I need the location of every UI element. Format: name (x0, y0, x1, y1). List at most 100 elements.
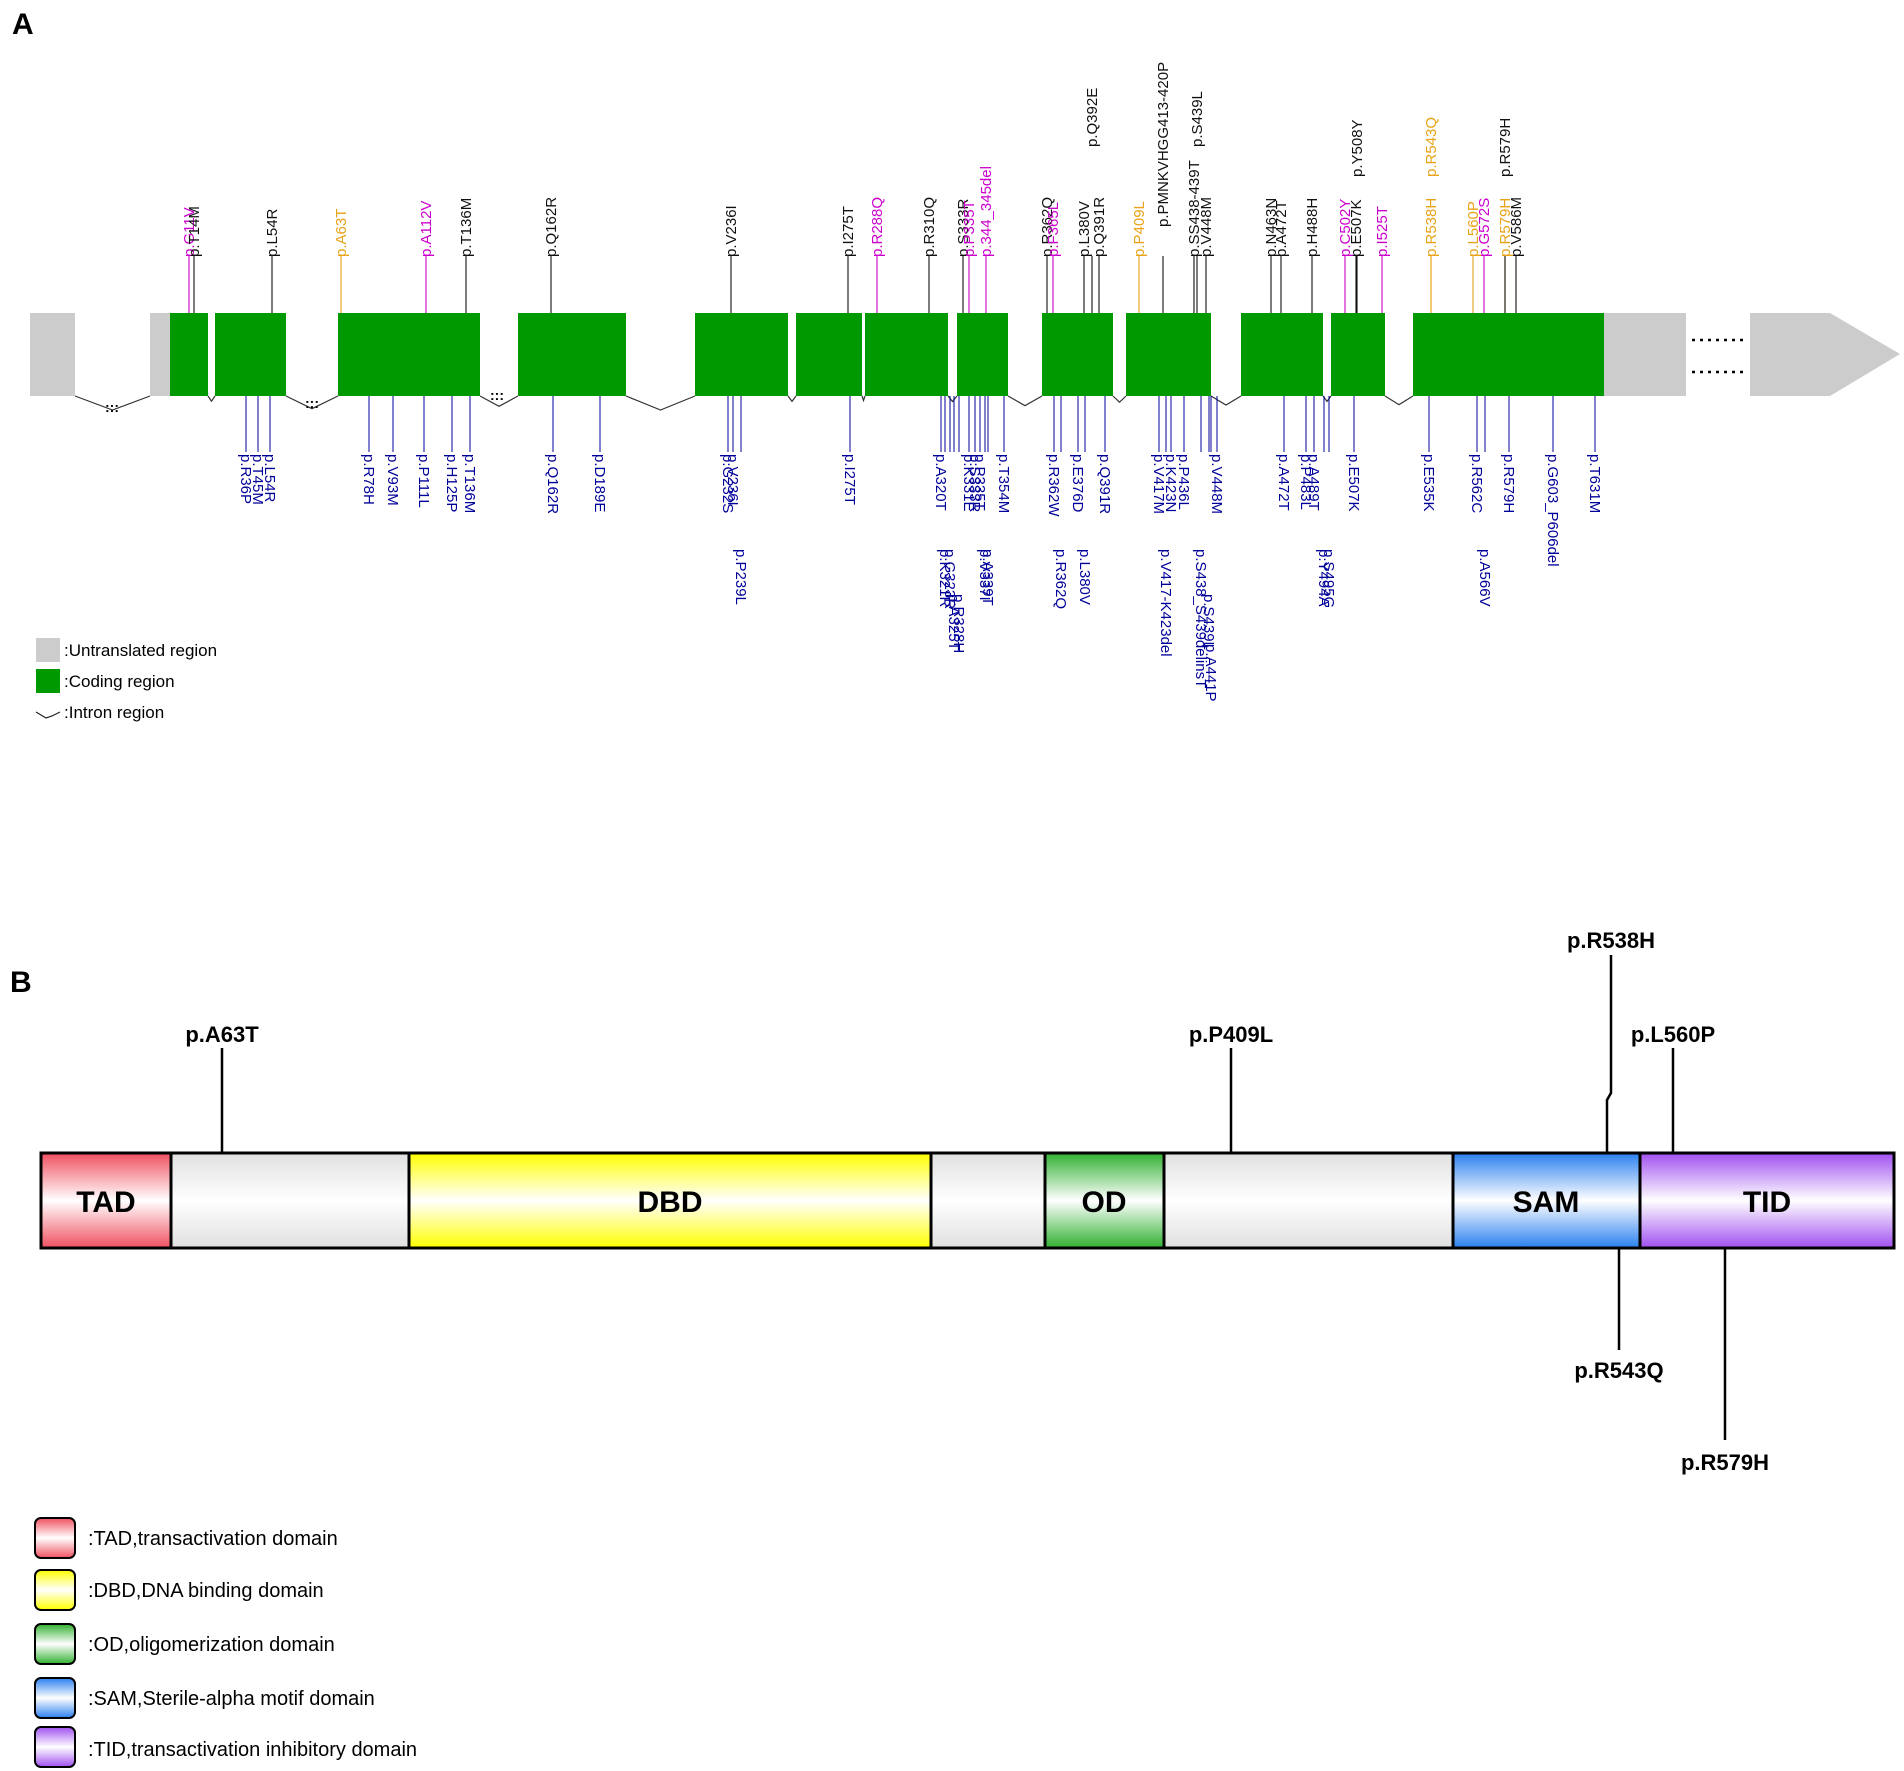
legend-dbd-label: :DBD,DNA binding domain (88, 1580, 324, 1602)
coding-exon (957, 313, 1008, 396)
legend-tid-label: :TID,transactivation inhibitory domain (88, 1739, 417, 1761)
mutation-label-bottom: p.R562C (1468, 454, 1485, 513)
mutation-label-top: p.Y508Y (1349, 119, 1366, 177)
domain-sam-label: SAM (1513, 1186, 1580, 1219)
mutation-label-bottom: p.V93M (384, 454, 401, 506)
mutation-label-top: p.F365L (1045, 202, 1062, 257)
mutation-label-top: p.A63T (333, 209, 350, 257)
mutation-label-top: p.SS438-439T (1186, 160, 1203, 257)
mutation-label-top: p.L560P (1465, 201, 1482, 257)
intron-gap-marker: ::: (305, 395, 319, 411)
mutation-label-top: p.Q391R (1091, 197, 1108, 257)
mut-p409l-label: p.P409L (1189, 1022, 1273, 1047)
intron-line (861, 395, 866, 403)
utr-block-5prime-1 (30, 313, 75, 396)
mutation-label-top: p.R543Q (1423, 117, 1440, 177)
mutation-label-top: p.S439L (1189, 91, 1206, 147)
coding-exon (1241, 313, 1323, 396)
coding-exon (215, 313, 286, 396)
mut-r538h-line (1605, 955, 1613, 1153)
mutation-label-bottom: p.P436L (1175, 454, 1192, 510)
mutation-label-bottom: p.V337I (976, 549, 993, 601)
mutation-label-bottom: p.A320T (932, 454, 949, 511)
mut-r579h-label: p.R579H (1681, 1450, 1769, 1475)
domain-dbd-label: DBD (638, 1186, 703, 1219)
coding-exon (1413, 313, 1604, 396)
intron-line (625, 395, 696, 411)
mutation-label-top: p.R538H (1423, 198, 1440, 257)
mutation-label-bottom: p.G603_P606del (1544, 454, 1561, 567)
mutation-label-bottom: p.I275T (841, 454, 858, 505)
mutation-label-bottom: p.L380V (1076, 549, 1093, 605)
mutation-label-bottom: p.S438_S439delinsT (1192, 549, 1209, 688)
mutation-label-top: p.V586M (1508, 197, 1525, 257)
legend-od-swatch (34, 1623, 76, 1665)
legend-utr-label: :Untranslated region (64, 641, 217, 660)
domain-dbd (407, 1151, 933, 1250)
domain-tid (1638, 1151, 1896, 1250)
mutation-label-top: p.G11V (181, 207, 198, 257)
domain-spacer-3 (1162, 1151, 1455, 1250)
mutation-label-top: p.R579H (1497, 118, 1514, 177)
coding-exon (796, 313, 862, 396)
mutation-label-top: p.T136M (458, 198, 475, 257)
mutation-label-bottom: p.D189E (591, 454, 608, 512)
legend-utr-swatch (36, 638, 60, 662)
domain-spacer-2 (929, 1151, 1047, 1250)
mutation-label-bottom: p.T631M (1586, 454, 1603, 513)
panel-b-legend: :TAD,transactivation domain :DBD,DNA bin… (34, 1517, 417, 1768)
mutation-label-bottom: p.E376D (1069, 454, 1086, 513)
mutation-label-top: p.V448M (1198, 197, 1215, 257)
mutation-label-bottom: p.R36P (237, 454, 254, 504)
panel-b-mutations: p.A63T p.P409L p.R538H p.L560P p.R543Q p… (185, 928, 1769, 1475)
mutation-label-bottom: p.H125P (443, 454, 460, 512)
legend-tid-swatch (34, 1726, 76, 1768)
legend-intron-icon (35, 711, 61, 719)
intron-line (74, 395, 151, 411)
intron-line (1007, 395, 1043, 407)
mutation-label-bottom: p.G232S (719, 454, 736, 513)
mutation-label-bottom: p.V236I (724, 454, 741, 506)
mut-l560p-label: p.L560P (1631, 1022, 1715, 1047)
mutation-label-top: p.PMNKVHGG413-420P (1155, 62, 1172, 227)
mutation-label-top: p.Q392E (1084, 88, 1101, 147)
legend-intron-label: :Intron region (64, 703, 164, 722)
coding-exon (1126, 313, 1211, 396)
panel-a-label: A (12, 8, 34, 41)
mutation-label-top: p.I525T (1374, 206, 1391, 257)
mutation-label-top: p.R362Q (1039, 197, 1056, 257)
coding-exon (1042, 313, 1113, 396)
domain-od-label: OD (1082, 1186, 1127, 1219)
mutation-label-bottom: p.V417M (1150, 454, 1167, 514)
mutation-label-bottom: p.T354M (995, 454, 1012, 513)
mutation-label-top: p.C502Y (1337, 199, 1354, 257)
legend-sam-label: :SAM,Sterile-alpha motif domain (88, 1688, 375, 1710)
legend-od-label: :OD,oligomerization domain (88, 1634, 335, 1656)
mutation-label-bottom: p.R328H (950, 594, 967, 653)
panel-b-label: B (10, 966, 32, 999)
panel-a-legend: :Untranslated region :Coding region :Int… (35, 638, 217, 722)
mutation-label-bottom: p.T45M (249, 454, 266, 505)
mut-r543q-label: p.R543Q (1574, 1358, 1663, 1383)
mutation-label-top: p.E507K (1348, 199, 1365, 257)
mutation-label-bottom: p.Q162R (544, 454, 561, 514)
mutation-label-bottom: p.R78H (360, 454, 377, 505)
mutation-label-bottom: p.A472T (1275, 454, 1292, 511)
mut-r538h-label: p.R538H (1567, 928, 1655, 953)
legend-coding-label: :Coding region (64, 672, 175, 691)
mutation-label-bottom: p.R579H (1500, 454, 1517, 513)
intron-line (285, 395, 339, 410)
mutation-label-bottom: p.V448M (1208, 454, 1225, 514)
mutation-label-top: p.S333R (955, 198, 972, 257)
domain-tad (39, 1151, 173, 1250)
mutation-label-top: p.R579H (1497, 198, 1514, 257)
mutation-label-bottom: p.L54R (261, 454, 278, 503)
mutation-label-bottom: p.T136M (461, 454, 478, 513)
legend-tad-label: :TAD,transactivation domain (88, 1528, 338, 1550)
mutation-label-bottom: p.R362Q (1052, 549, 1069, 609)
mutation-label-bottom: p.K321R (936, 549, 953, 608)
domain-tid-label: TID (1743, 1186, 1791, 1219)
